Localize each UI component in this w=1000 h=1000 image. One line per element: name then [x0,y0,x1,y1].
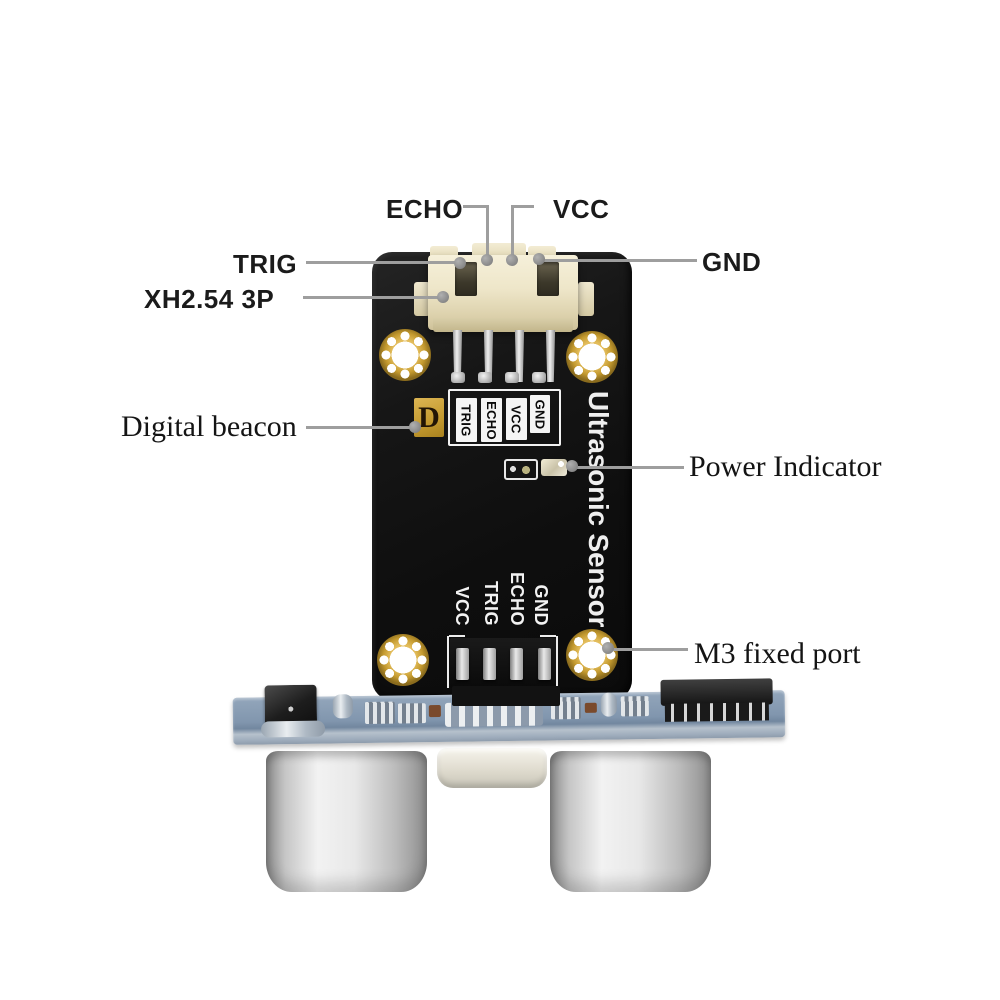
leader-dot-m3-port [602,642,614,654]
pin-label-gnd: GND [530,395,550,433]
connector-pin [514,330,525,382]
capacitor-top [332,694,353,719]
solder-pad [451,372,465,383]
solder-blob [260,720,326,738]
header-bracket-left [447,636,449,688]
header-pin-label-echo: ECHO [507,571,528,626]
board-title-vertical: Ultrasonic Sensor [583,391,614,628]
connector-pin [452,330,463,382]
resistor-network [397,703,427,724]
header-bracket-right [556,636,558,688]
leader-line-trig [306,261,460,264]
header-pin [456,648,469,680]
connector-slot-right [537,262,559,296]
leader-dot-gnd [533,253,545,265]
leader-dot-connector-type [437,291,449,303]
crystal-can [437,748,547,788]
beacon-letter: D [418,400,440,434]
callout-label-gnd: GND [702,247,762,277]
smd-resistor [428,704,441,718]
header-pin [510,648,523,680]
header-pin-label-trig: TRIG [481,581,502,626]
smd-resistor [584,702,597,713]
connector-wing-right [578,282,594,316]
resistor-network [620,696,649,717]
power-indicator-resistor [504,459,538,480]
callout-label-m3-port: M3 fixed port [694,637,861,670]
header-pin-label-vcc: VCC [452,586,473,626]
mounting-hole-top-right [566,331,618,383]
callout-label-trig: TRIG [233,249,298,279]
mounting-hole-bottom-right [566,629,618,681]
leader-dot-digital-beacon [409,421,421,433]
leader-dot-power-indicator [566,460,578,472]
header-pin [483,648,496,680]
solder-pad [478,372,492,383]
oscillator-block [264,684,318,726]
leader-line-digital-beacon [306,426,416,429]
leader-dot-vcc [506,254,518,266]
callout-label-echo: ECHO [386,194,464,224]
connector-pin [545,330,556,382]
resistor-network [364,701,396,725]
solder-pad [505,372,519,383]
connector-pin [483,330,494,382]
mounting-hole-bottom-left [377,634,429,686]
pin-label-echo: ECHO [481,398,502,442]
header-pin-label-gnd: GND [531,584,552,627]
leader-line-power-indicator [572,466,684,469]
leader-line-echo [486,205,489,262]
leader-line-gnd [540,259,697,262]
header-pin [538,648,551,680]
solder-pad [532,372,546,383]
leader-dot-trig [454,257,466,269]
connector-wing-left [414,282,430,316]
leader-line-vcc [511,205,514,262]
callout-label-connector-type: XH2.54 3P [144,284,275,314]
leader-line-connector-type [303,296,443,299]
dip-ic-legs [664,702,770,722]
transducer-right [550,751,711,892]
header-bracket-stub-right [540,635,556,637]
leader-line-vcc [514,205,534,208]
power-indicator-led [541,459,567,476]
callout-label-vcc: VCC [553,194,610,224]
solder-blob [600,692,617,717]
connector-slot-left [455,262,477,296]
mounting-hole-top-left [379,329,431,381]
pin-label-trig: TRIG [456,398,477,442]
leader-line-m3-port [608,648,688,651]
connector-skirt [433,318,573,332]
leader-line-echo [463,205,489,208]
leader-dot-echo [481,254,493,266]
callout-label-power-indicator: Power Indicator [689,450,882,483]
header-bracket-stub-left [449,635,465,637]
pin-label-vcc: VCC [506,398,527,440]
silkscreen-pin-box [448,389,561,446]
callout-label-digital-beacon: Digital beacon [121,410,297,443]
header-plug [452,686,560,706]
transducer-left [266,751,427,892]
